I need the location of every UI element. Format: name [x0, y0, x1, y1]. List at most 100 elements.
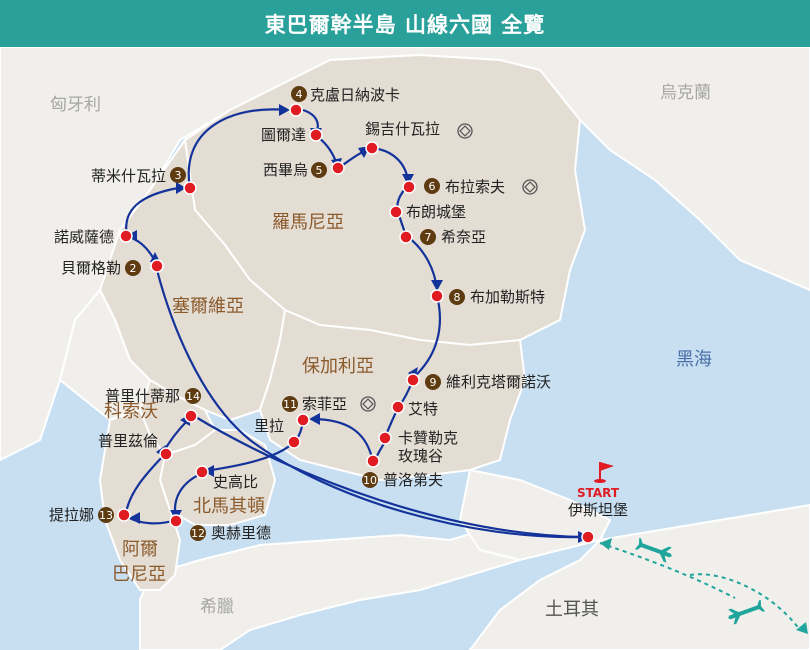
stop-dot — [378, 431, 392, 445]
stop-name: 布拉索夫 — [445, 178, 505, 196]
stop-name: 索菲亞 — [302, 395, 347, 413]
stop-badge — [291, 86, 307, 102]
flight-arrow-start — [600, 538, 612, 550]
flight-path-out — [689, 573, 801, 631]
stop-badge — [420, 229, 436, 245]
stop-dot — [366, 454, 380, 468]
label-albania-1: 阿爾 — [122, 539, 158, 560]
start-flag-icon — [594, 462, 614, 483]
arrow-timisoara — [176, 182, 186, 194]
montenegro-region — [58, 288, 152, 422]
stop-badge-number: 5 — [316, 164, 323, 177]
anatolia-land — [468, 503, 810, 650]
stop-badge — [311, 162, 327, 178]
stop-dot — [399, 230, 413, 244]
arrow-brasov — [402, 174, 414, 185]
stop-name: 提拉娜 — [49, 506, 94, 524]
stop-sighisoara: 錫吉什瓦拉 — [365, 120, 473, 155]
arrow-tirana — [129, 512, 140, 524]
stop-dot — [289, 103, 303, 117]
stop-badge-number: 10 — [363, 474, 377, 487]
header-bar: 東巴爾幹半島 山線六國 全覽 — [0, 0, 810, 47]
stop-bran: 布朗城堡 — [389, 203, 466, 221]
stop-dot — [309, 128, 323, 142]
arrow-bucharest — [431, 280, 443, 291]
stop-badge — [282, 396, 298, 412]
stop-name: 普洛第夫 — [383, 471, 443, 489]
route-timisoara-cluj — [187, 108, 288, 189]
stop-dot — [159, 447, 173, 461]
stop-badge-number: 11 — [283, 398, 297, 411]
stop-etar: 艾特 — [391, 400, 438, 418]
label-romania: 羅馬尼亞 — [272, 212, 344, 233]
stop-name: 蒂米什瓦拉 — [91, 167, 166, 185]
stop-dot — [365, 141, 379, 155]
stop-istanbul: 伊斯坦堡 — [568, 501, 628, 544]
stop-badge-number: 4 — [296, 88, 303, 101]
stop-dot — [169, 514, 183, 528]
stop-badge — [449, 289, 465, 305]
stop-dot — [406, 373, 420, 387]
label-kosovo: 科索沃 — [104, 401, 158, 422]
stop-dot — [430, 289, 444, 303]
stop-dot — [287, 435, 301, 449]
stop-badge — [125, 260, 141, 276]
stop-dot — [402, 180, 416, 194]
stop-name: 里拉 — [254, 417, 284, 435]
stop-badge — [425, 374, 441, 390]
stop-dot — [119, 229, 133, 243]
heritage-icon — [360, 396, 376, 412]
stop-name: 布加勒斯特 — [470, 288, 545, 306]
stop-badge — [185, 388, 201, 404]
stop-rila: 里拉 — [254, 417, 301, 449]
stop-name: 布朗城堡 — [406, 203, 466, 221]
stop-badge — [190, 525, 206, 541]
label-bulgaria: 保加利亞 — [302, 356, 374, 377]
stop-name: 卡贊勒克玫瑰谷 — [398, 429, 458, 465]
flight-path-in — [599, 542, 736, 599]
label-greece: 希臘 — [200, 597, 234, 617]
stop-name: 維利克塔爾諾沃 — [446, 373, 551, 391]
route-lines — [124, 108, 586, 539]
stop-kazanlak: 卡贊勒克玫瑰谷 — [378, 429, 458, 465]
greece-land — [139, 523, 532, 650]
route-map: 匈牙利 烏克蘭 羅馬尼亞 塞爾維亞 保加利亞 科索沃 北馬其頓 阿爾 巴尼亞 希… — [0, 47, 810, 650]
label-black-sea: 黑海 — [676, 349, 712, 370]
start-label: START — [577, 486, 620, 500]
stop-dot — [183, 181, 197, 195]
stop-dot — [389, 205, 403, 219]
route-istanbul-belgrade — [155, 269, 586, 539]
stop-dot — [117, 508, 131, 522]
route-tirana-prizren — [124, 455, 164, 514]
stop-name: 貝爾格勒 — [61, 259, 121, 277]
route-pristina-istanbul — [193, 415, 586, 539]
stop-dot — [150, 259, 164, 273]
stop-name: 奧赫里德 — [211, 524, 271, 542]
stop-novisad: 諾威薩德 — [54, 228, 133, 246]
stop-sofia: 11 索菲亞 — [282, 395, 376, 427]
stop-badge — [424, 178, 440, 194]
stop-badge-number: 9 — [430, 376, 437, 389]
stop-dot — [391, 400, 405, 414]
stop-name: 伊斯坦堡 — [568, 501, 628, 519]
label-turkey: 土耳其 — [545, 599, 599, 620]
stop-badge-number: 8 — [454, 291, 461, 304]
stop-name: 希奈亞 — [441, 228, 486, 246]
stop-name: 圖爾達 — [261, 126, 306, 144]
label-albania-2: 巴尼亞 — [112, 564, 166, 585]
stop-plovdiv: 10 普洛第夫 — [362, 454, 443, 489]
page-title: 東巴爾幹半島 山線六國 全覽 — [264, 12, 546, 37]
arrow-cluj — [279, 104, 290, 116]
stop-veliko: 9 維利克塔爾諾沃 — [406, 373, 551, 391]
stop-name: 史高比 — [213, 473, 258, 491]
stop-dot — [331, 161, 345, 175]
stop-badge-number: 3 — [175, 169, 182, 182]
